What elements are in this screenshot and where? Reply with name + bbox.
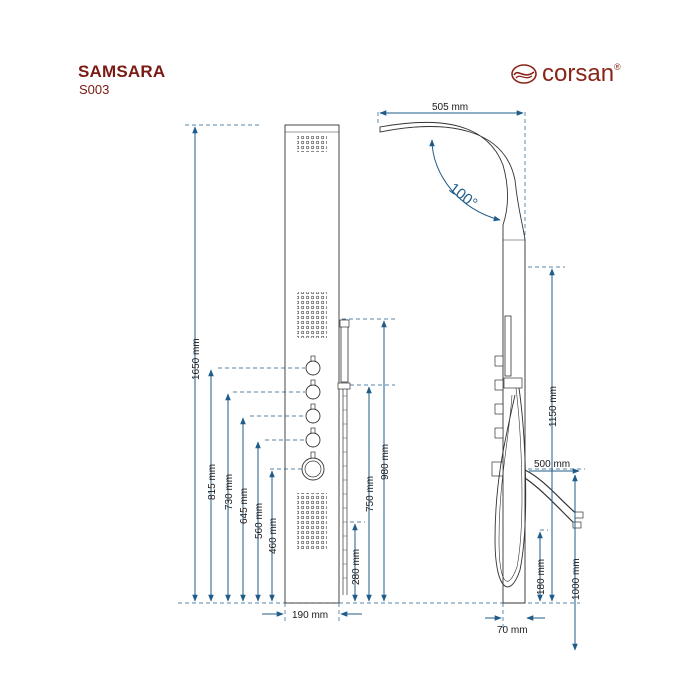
side-knob-1 (494, 355, 504, 367)
shower-hose (342, 389, 348, 595)
rain-shower-grille (297, 136, 327, 152)
lower-jets (297, 493, 327, 549)
dim-angle-100 (429, 139, 501, 222)
panel-outline (284, 124, 340, 604)
brand-logo: corsan ® (510, 60, 621, 88)
label-1000: 1000 mm (571, 558, 582, 600)
label-815: 815 mm (207, 464, 218, 500)
hand-shower-holder (337, 382, 351, 390)
model-code: S003 (79, 82, 110, 97)
label-750: 750 mm (365, 476, 376, 512)
label-180: 180 mm (536, 559, 547, 595)
corsan-swirl-logo-icon (511, 64, 537, 84)
product-title: SAMSARA (78, 62, 166, 81)
label-560: 560 mm (254, 503, 265, 539)
side-hose-loop (494, 387, 527, 588)
control-knob-2 (305, 384, 321, 400)
brand-name: corsan (542, 60, 615, 87)
label-500: 500 mm (534, 459, 570, 470)
shower-arm-profile (379, 121, 526, 604)
control-knob-4 (305, 432, 321, 448)
side-view: 505 mm 100° 1150 mm 500 mm 1000 mm 180 m… (377, 102, 585, 651)
label-1150: 1150 mm (548, 386, 559, 427)
control-knob-3 (305, 408, 321, 424)
label-70: 70 mm (497, 625, 528, 636)
label-280: 280 mm (351, 549, 362, 585)
hand-shower (340, 319, 349, 383)
side-knob-4 (494, 427, 504, 439)
label-190: 190 mm (292, 610, 328, 621)
side-thermostat (491, 461, 504, 477)
side-knob-2 (494, 379, 504, 391)
upper-jets (297, 292, 327, 338)
label-505: 505 mm (432, 102, 468, 113)
front-view: 1650 mm 815 mm 730 mm 645 mm 560 mm 460 … (178, 124, 580, 622)
label-730: 730 mm (224, 474, 235, 510)
label-645: 645 mm (239, 488, 250, 524)
label-angle: 100° (446, 180, 481, 213)
side-knob-3 (494, 403, 504, 415)
label-460: 460 mm (268, 518, 279, 554)
registered-mark: ® (614, 62, 621, 72)
side-hand-shower (504, 315, 512, 377)
label-980: 980 mm (380, 444, 391, 480)
control-knob-1 (305, 360, 321, 376)
label-1650: 1650 mm (191, 338, 202, 380)
